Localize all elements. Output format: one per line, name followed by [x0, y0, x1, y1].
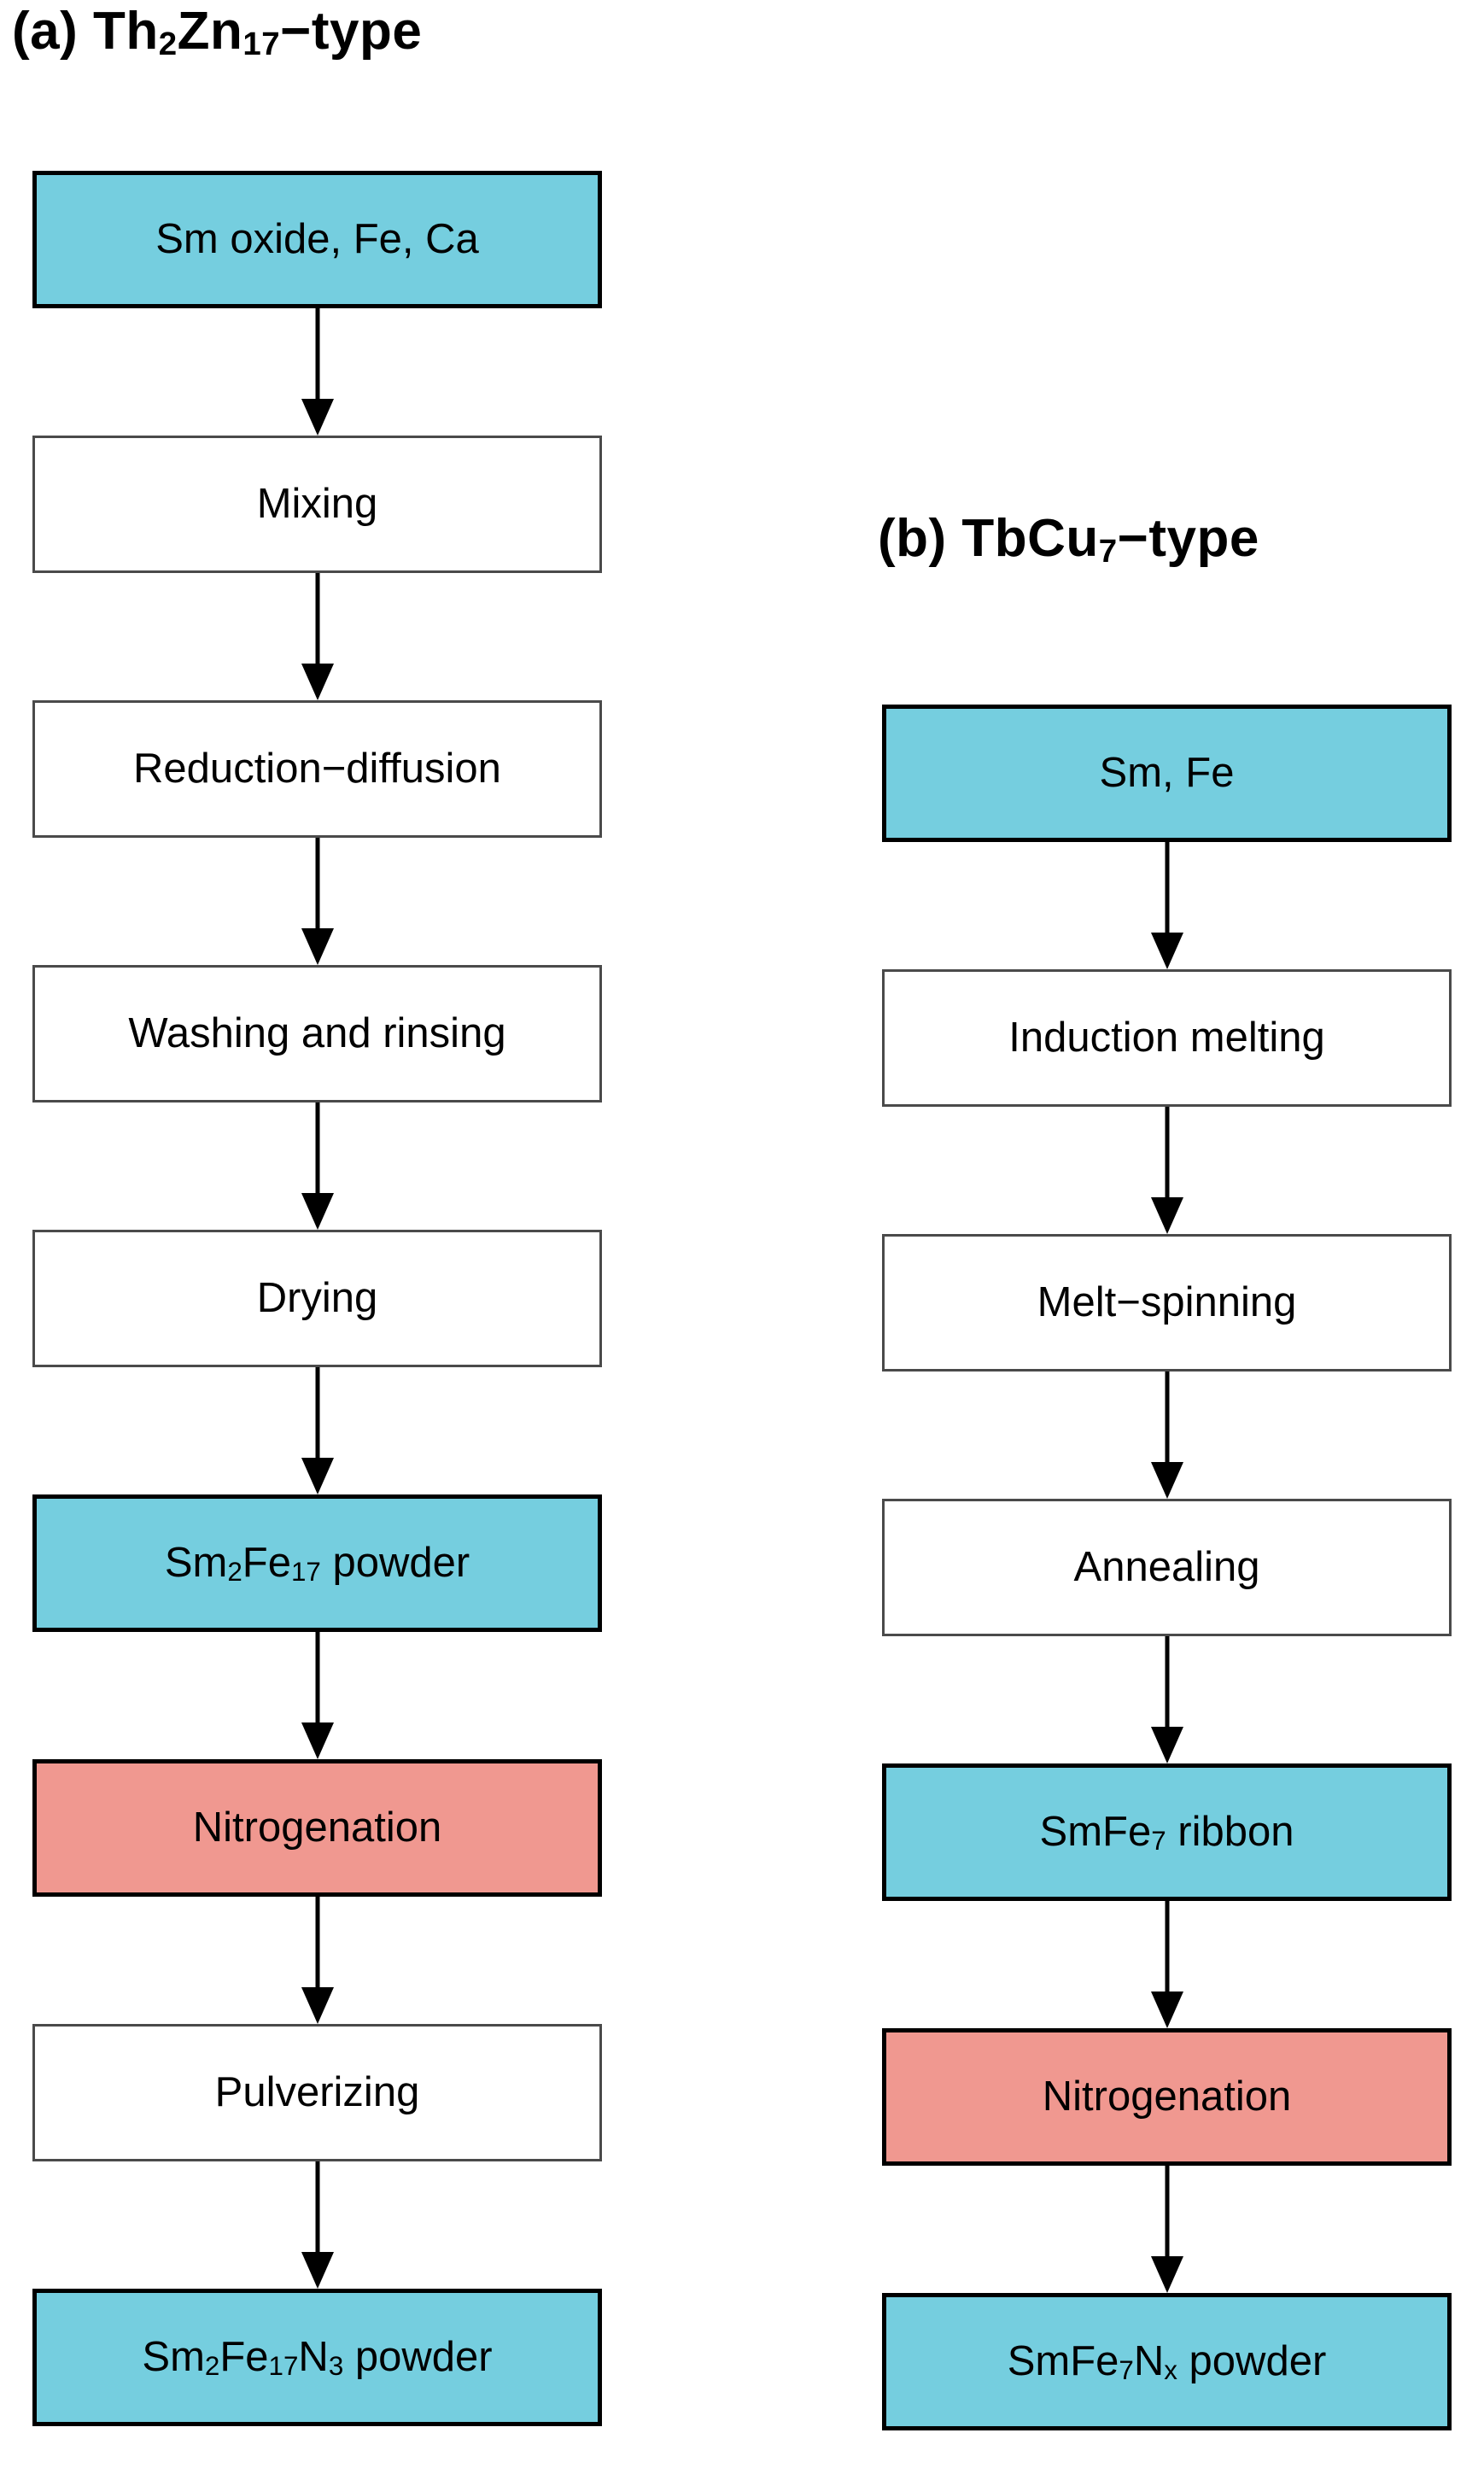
flow-arrow [32, 1367, 602, 1494]
flow-node[interactable]: Induction melting [882, 969, 1452, 1107]
flow-arrow [882, 842, 1452, 969]
flow-node-label: Washing and rinsing [128, 1009, 506, 1056]
flow-node-label: Nitrogenation [192, 1804, 442, 1851]
panel-b-title: (b) TbCu7−type [878, 509, 1259, 570]
flow-node[interactable]: Washing and rinsing [32, 965, 602, 1102]
flow-arrow [32, 308, 602, 436]
arrow-shaft [1165, 842, 1169, 938]
flow-arrow [882, 2166, 1452, 2293]
arrow-head-down-icon [1150, 1727, 1183, 1763]
flow-node-label: Nitrogenation [1042, 2073, 1292, 2120]
arrow-shaft [315, 1367, 319, 1463]
arrow-shaft [1165, 1107, 1169, 1202]
arrow-shaft [315, 838, 319, 933]
arrow-head-down-icon [301, 928, 334, 965]
arrow-head-down-icon [301, 1193, 334, 1230]
flow-arrow [882, 1372, 1452, 1499]
flow-node-label: Sm, Fe [1099, 749, 1235, 796]
flow-arrow [882, 1636, 1452, 1763]
arrow-shaft [1165, 1372, 1169, 1467]
flow-node-label: SmFe7 ribbon [1039, 1808, 1294, 1856]
flow-arrow [32, 1102, 602, 1230]
panel-a-tag: (a) [12, 2, 79, 61]
flow-node-label: Reduction−diffusion [133, 745, 501, 792]
arrow-shaft [315, 1632, 319, 1728]
arrow-head-down-icon [301, 399, 334, 436]
arrow-head-down-icon [1150, 1462, 1183, 1499]
flow-node[interactable]: Nitrogenation [882, 2028, 1452, 2166]
flow-arrow [882, 1107, 1452, 1234]
arrow-head-down-icon [1150, 933, 1183, 969]
flow-node[interactable]: Nitrogenation [32, 1759, 602, 1897]
flow-node-label: Sm2Fe17N3 powder [142, 2333, 493, 2381]
flow-node[interactable]: SmFe7 ribbon [882, 1763, 1452, 1901]
arrow-shaft [1165, 1901, 1169, 1997]
flow-node-label: Pulverizing [214, 2068, 420, 2115]
arrow-shaft [1165, 1636, 1169, 1732]
flow-node[interactable]: Reduction−diffusion [32, 700, 602, 838]
flow-node-label: Annealing [1073, 1543, 1260, 1590]
flow-node-label: Mixing [256, 480, 378, 527]
flow-arrow [882, 1901, 1452, 2028]
panel-a-title-formula: Th2Zn17−type [93, 2, 423, 62]
arrow-head-down-icon [301, 1458, 334, 1494]
flow-node[interactable]: Drying [32, 1230, 602, 1367]
flow-node-label: Sm2Fe17 powder [164, 1539, 470, 1587]
arrow-head-down-icon [1150, 2256, 1183, 2293]
flow-node[interactable]: Sm2Fe17N3 powder [32, 2289, 602, 2426]
flow-arrow [32, 1632, 602, 1759]
arrow-head-down-icon [301, 1987, 334, 2024]
arrow-shaft [315, 1102, 319, 1198]
arrow-shaft [1165, 2166, 1169, 2261]
arrow-shaft [315, 2161, 319, 2257]
flow-node-label: SmFe7Nx powder [1007, 2337, 1327, 2385]
arrow-head-down-icon [301, 2252, 334, 2289]
arrow-head-down-icon [301, 664, 334, 700]
flow-node[interactable]: Sm oxide, Fe, Ca [32, 171, 602, 308]
flow-node[interactable]: Sm, Fe [882, 705, 1452, 842]
flow-node[interactable]: Sm2Fe17 powder [32, 1494, 602, 1632]
flow-node-label: Drying [256, 1274, 378, 1321]
arrow-shaft [315, 1897, 319, 1992]
flow-node-label: Induction melting [1008, 1014, 1325, 1061]
panel-b-tag: (b) [878, 509, 947, 568]
arrow-head-down-icon [1150, 1991, 1183, 2028]
flow-node[interactable]: Mixing [32, 436, 602, 573]
flow-arrow [32, 1897, 602, 2024]
flow-arrow [32, 838, 602, 965]
arrow-head-down-icon [301, 1722, 334, 1759]
arrow-head-down-icon [1150, 1197, 1183, 1234]
flow-node-label: Sm oxide, Fe, Ca [155, 215, 479, 262]
panel-b-title-formula: TbCu7−type [961, 509, 1259, 570]
flow-arrow [32, 2161, 602, 2289]
flow-node[interactable]: SmFe7Nx powder [882, 2293, 1452, 2430]
arrow-shaft [315, 573, 319, 669]
panel-a-title: (a) Th2Zn17−type [12, 2, 423, 62]
flow-node-label: Melt−spinning [1037, 1278, 1297, 1325]
flow-node[interactable]: Pulverizing [32, 2024, 602, 2161]
flow-node[interactable]: Melt−spinning [882, 1234, 1452, 1372]
flow-arrow [32, 573, 602, 700]
flow-node[interactable]: Annealing [882, 1499, 1452, 1636]
arrow-shaft [315, 308, 319, 404]
